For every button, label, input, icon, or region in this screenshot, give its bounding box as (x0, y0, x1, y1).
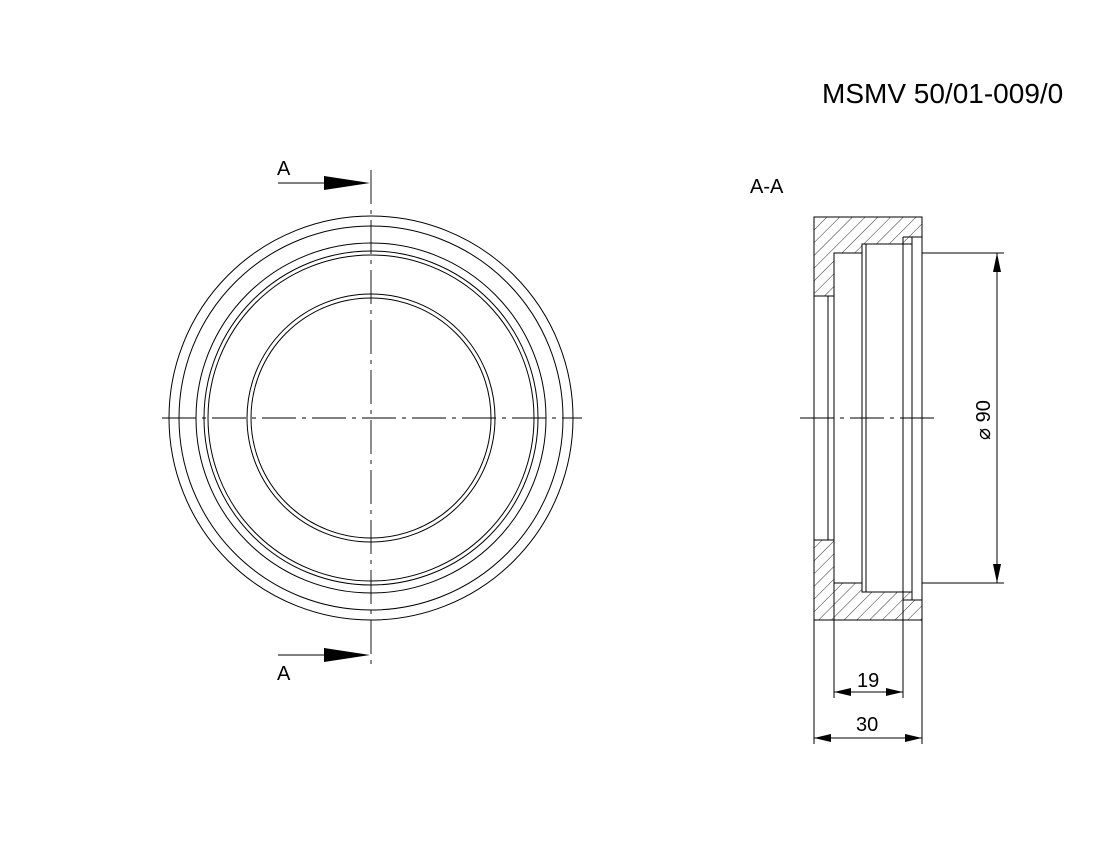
section-arrow-bottom-head (324, 648, 370, 662)
dim-diameter-label: ⌀ 90 (973, 400, 995, 440)
dim-30-arrow-left (814, 734, 831, 742)
section-title: A-A (750, 176, 784, 198)
section-view: A-A ⌀ 90 19 30 (750, 176, 1004, 744)
dim-width-label: 30 (856, 714, 878, 736)
dim-arrow-bottom (993, 564, 1001, 583)
drawing-number: MSMV 50/01-009/0 (822, 78, 1063, 109)
front-view: A A (162, 158, 582, 685)
section-mark-top: A (277, 158, 291, 180)
section-hatch (813, 216, 923, 621)
section-arrow-top-head (324, 176, 370, 190)
dim-19-arrow-right (886, 688, 903, 696)
dim-30-arrow-right (905, 734, 922, 742)
dim-arrow-top (993, 253, 1001, 272)
dim-19-arrow-left (834, 688, 851, 696)
section-mark-bottom: A (277, 663, 291, 685)
dim-depth-label: 19 (857, 670, 879, 692)
